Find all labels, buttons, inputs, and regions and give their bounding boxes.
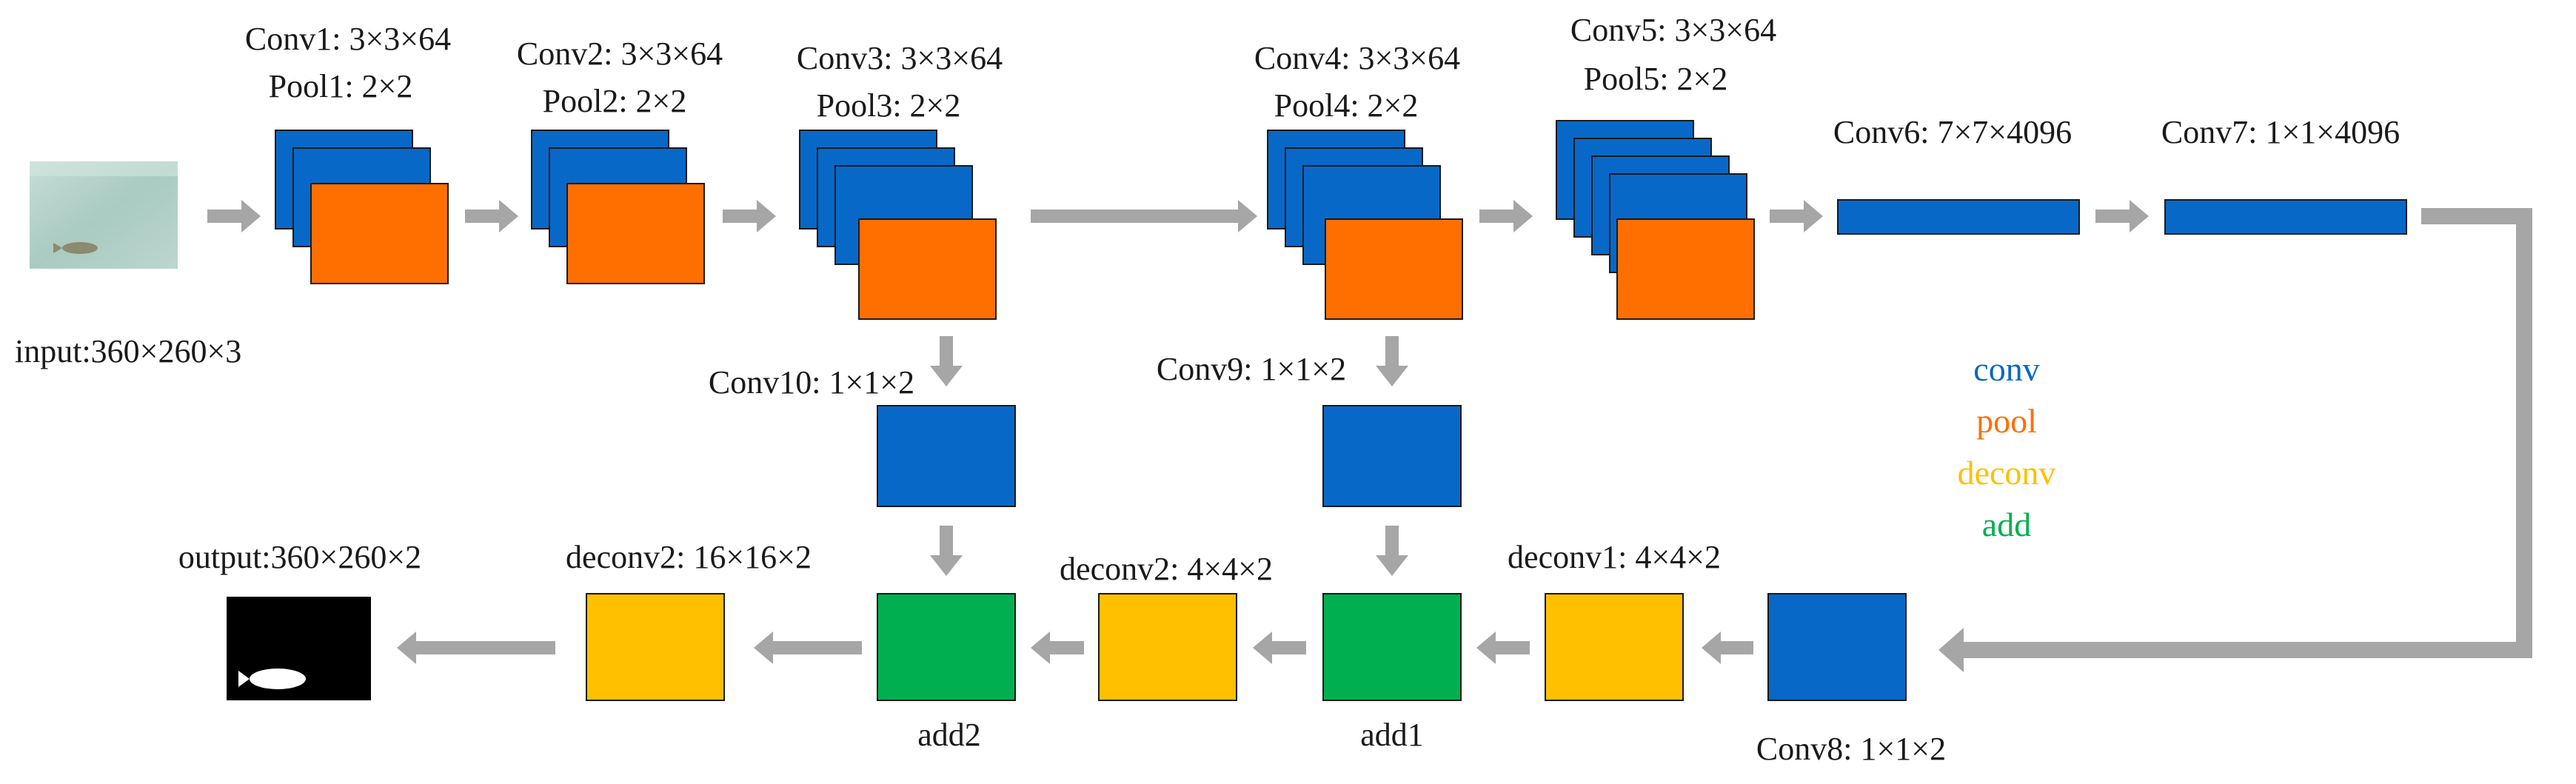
arrow-conv6-conv7 bbox=[2095, 200, 2149, 232]
conv8-block bbox=[1767, 593, 1907, 701]
pool2-label: Pool2: 2×2 bbox=[542, 83, 687, 119]
arrow-stage1-stage2 bbox=[465, 200, 518, 232]
pool5-label: Pool5: 2×2 bbox=[1583, 61, 1728, 97]
conv6-label: Conv6: 7×7×4096 bbox=[1833, 114, 2072, 150]
output-mask-image bbox=[227, 597, 371, 700]
input-image bbox=[30, 161, 178, 269]
stage2-conv-pool bbox=[531, 130, 705, 284]
fish-mask-shape bbox=[250, 669, 306, 689]
conv8-label: Conv8: 1×1×2 bbox=[1756, 731, 1947, 767]
arrow-add1-deconv2 bbox=[1253, 631, 1306, 664]
arrow-deconv2-final-output bbox=[397, 631, 555, 664]
conv7-block bbox=[2164, 199, 2407, 235]
pool1-label: Pool1: 2×2 bbox=[268, 68, 413, 104]
arrow-stage5-conv6 bbox=[1770, 200, 1823, 232]
conv2-label: Conv2: 3×3×64 bbox=[516, 36, 723, 72]
add1-label: add1 bbox=[1360, 717, 1424, 753]
arrow-stage4-conv9 bbox=[1376, 336, 1408, 386]
deconv2-mid-label: deconv2: 4×4×2 bbox=[1060, 551, 1273, 587]
arrow-conv7-conv8 bbox=[1938, 208, 2532, 672]
conv1-label: Conv1: 3×3×64 bbox=[244, 21, 452, 57]
arrow-deconv2-add2 bbox=[1031, 631, 1084, 664]
flow-arrows bbox=[207, 200, 2532, 672]
conv10-label: Conv10: 1×1×2 bbox=[708, 364, 915, 401]
add2-block bbox=[877, 593, 1016, 701]
arrow-add2-deconv2-final bbox=[754, 631, 862, 664]
stage1-conv-pool bbox=[275, 130, 449, 284]
deconv1-block bbox=[1545, 593, 1684, 701]
arrow-stage2-stage3 bbox=[723, 200, 776, 232]
arrow-stage3-conv10 bbox=[930, 336, 963, 386]
deconv1-label: deconv1: 4×4×2 bbox=[1508, 539, 1721, 575]
arrow-deconv1-add1 bbox=[1476, 631, 1530, 664]
deconv2-final-label: deconv2: 16×16×2 bbox=[566, 539, 812, 575]
deconv2-final-block bbox=[586, 593, 725, 701]
pool3-label: Pool3: 2×2 bbox=[816, 87, 961, 124]
stage3-conv-pool bbox=[799, 130, 997, 320]
conv9-block bbox=[1322, 405, 1462, 507]
conv3-label: Conv3: 3×3×64 bbox=[796, 40, 1003, 76]
arrow-conv10-add2 bbox=[930, 526, 963, 576]
add1-block bbox=[1322, 593, 1462, 701]
arrow-stage3-stage4 bbox=[1031, 200, 1257, 232]
arrow-input-stage1 bbox=[207, 200, 261, 232]
conv5-label: Conv5: 3×3×64 bbox=[1570, 12, 1777, 48]
conv9-label: Conv9: 1×1×2 bbox=[1156, 351, 1347, 387]
conv10-block bbox=[877, 405, 1016, 507]
output-label: output:360×260×2 bbox=[178, 539, 422, 575]
stage4-conv-pool bbox=[1267, 130, 1463, 320]
legend-conv: conv bbox=[1973, 350, 2040, 388]
input-label: input:360×260×3 bbox=[15, 333, 242, 369]
arrow-conv8-deconv1 bbox=[1702, 631, 1753, 664]
stage5-conv-pool bbox=[1556, 120, 1755, 320]
deconv2-mid-block bbox=[1098, 593, 1237, 701]
fish-shape bbox=[62, 242, 98, 254]
conv6-block bbox=[1837, 199, 2080, 235]
legend-pool: pool bbox=[1976, 402, 2037, 440]
conv7-label: Conv7: 1×1×4096 bbox=[2161, 114, 2401, 150]
add2-label: add2 bbox=[917, 717, 981, 753]
pool4-label: Pool4: 2×2 bbox=[1274, 87, 1419, 124]
arrow-conv9-add1 bbox=[1376, 526, 1408, 576]
legend-add: add bbox=[1981, 506, 2032, 543]
arrow-stage4-stage5 bbox=[1479, 200, 1533, 232]
conv4-label: Conv4: 3×3×64 bbox=[1254, 40, 1461, 76]
legend-deconv: deconv bbox=[1957, 454, 2056, 492]
